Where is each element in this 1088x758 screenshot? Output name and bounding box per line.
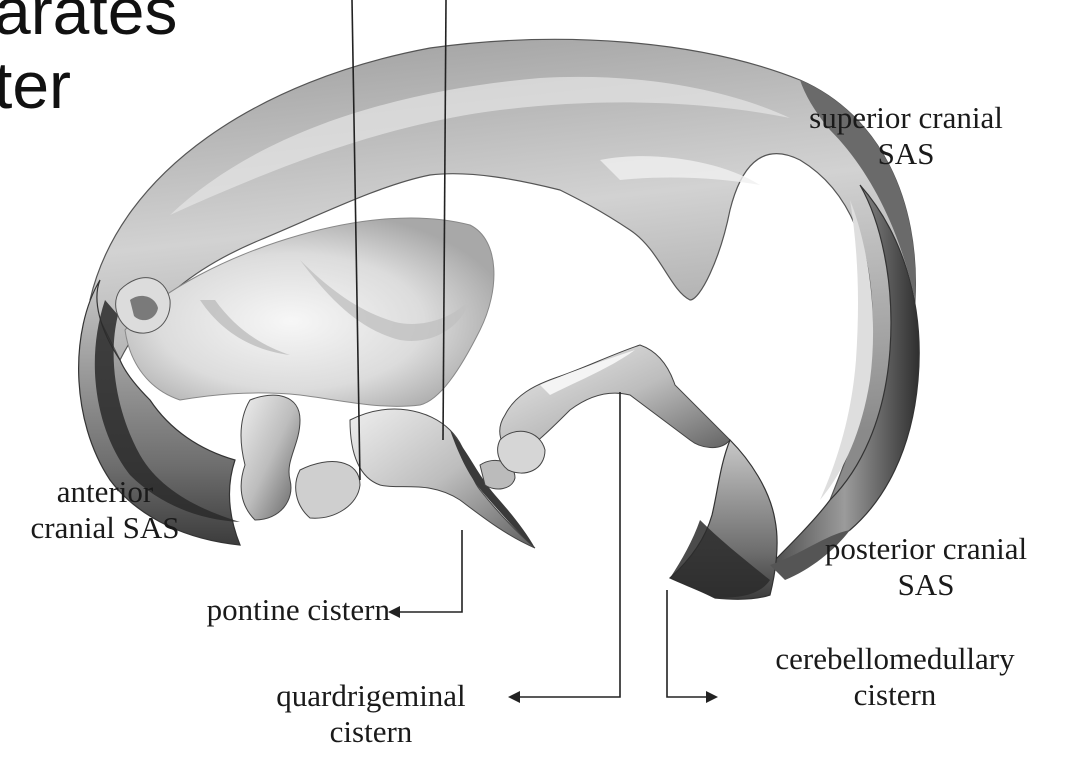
label-superior-cranial-sas: superior cranial SAS	[756, 100, 1056, 172]
label-quadrigeminal-cistern: quardrigeminal cistern	[226, 678, 516, 750]
leader-cerebellomedullary	[667, 590, 712, 697]
arrowhead-cerebellomedullary	[706, 691, 718, 703]
label-cerebellomedullary-cistern: cerebellomedullary cistern	[730, 641, 1060, 713]
quadrigeminal-knob	[498, 431, 545, 473]
leader-pontine	[393, 530, 462, 612]
posterior-shell	[770, 185, 919, 565]
anterior-base-block-2	[296, 462, 360, 519]
label-pontine-cistern: pontine cistern	[130, 592, 390, 628]
label-anterior-cranial-sas: anterior cranial SAS	[0, 474, 250, 546]
label-posterior-cranial-sas: posterior cranial SAS	[776, 531, 1076, 603]
